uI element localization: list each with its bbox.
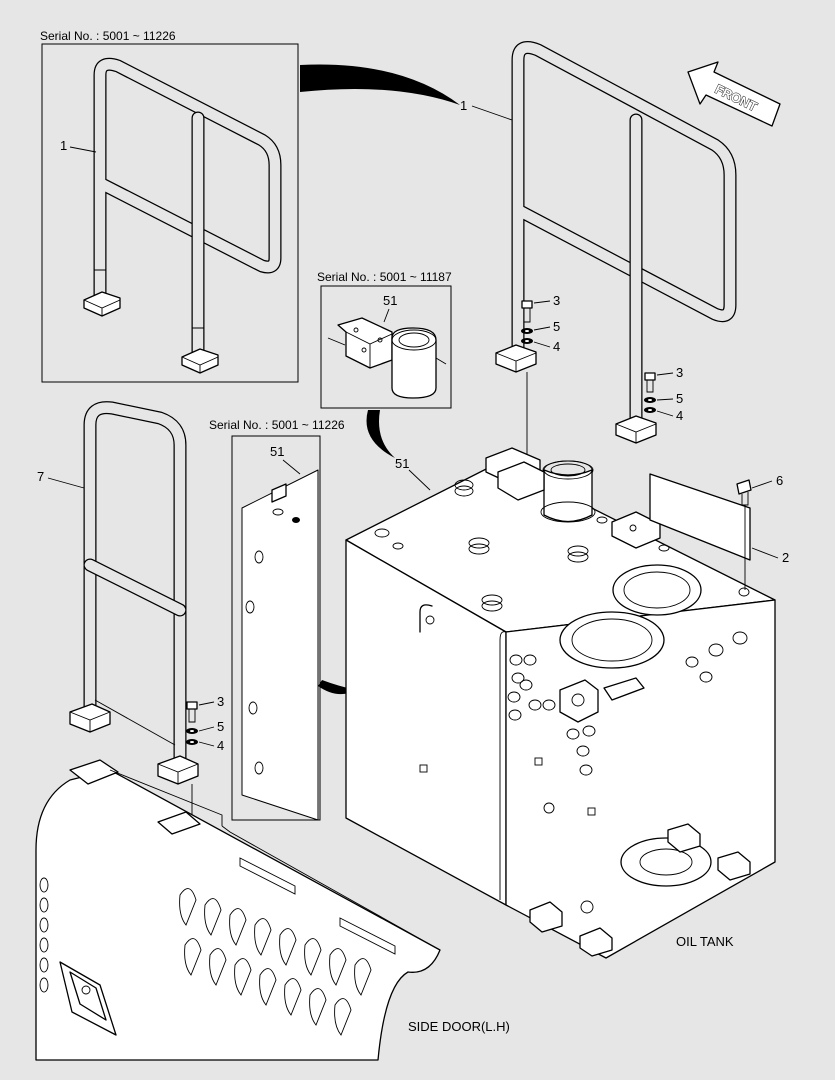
side-handrail-label: 7 bbox=[37, 469, 44, 484]
side-door bbox=[35, 759, 441, 1061]
tank-side-inset: Serial No. : 5001 ~ 11226 51 bbox=[209, 418, 345, 821]
main-handrail bbox=[495, 41, 737, 444]
spring-washer-c-label: 5 bbox=[217, 719, 224, 734]
tank-main-leader bbox=[408, 469, 431, 491]
plate-bolt-label: 6 bbox=[776, 473, 783, 488]
tank-side-inset-serial: Serial No. : 5001 ~ 11226 bbox=[209, 418, 345, 432]
tank-main-part-number: 51 bbox=[395, 456, 409, 471]
bracket-inset-part-number: 51 bbox=[383, 293, 397, 308]
main-handrail-part-number: 1 bbox=[460, 98, 467, 113]
front-arrow: FRONT bbox=[687, 61, 781, 127]
bracket-callout-arrow bbox=[366, 410, 395, 458]
washer-b-leader bbox=[656, 410, 674, 417]
spring-washer-b-leader bbox=[656, 398, 674, 401]
spring-washer-b-label: 5 bbox=[676, 391, 683, 406]
handrail-callout-arrow bbox=[300, 64, 460, 105]
oil-tank bbox=[345, 447, 776, 959]
side-handrail bbox=[69, 401, 199, 785]
handrail-inset: Serial No. : 5001 ~ 11226 1 bbox=[40, 29, 299, 383]
spring-washer-c-leader bbox=[198, 726, 215, 732]
bolt-a-leader bbox=[533, 300, 551, 304]
plate-label: 2 bbox=[782, 550, 789, 565]
bolt-b-leader bbox=[656, 372, 674, 376]
bolt-c-leader bbox=[198, 701, 215, 706]
tank-side-inset-part-number: 51 bbox=[270, 444, 284, 459]
oil-tank-caption: OIL TANK bbox=[676, 934, 734, 949]
washer-b-label: 4 bbox=[676, 408, 683, 423]
washer-c-leader bbox=[198, 741, 215, 747]
bracket-inset-serial: Serial No. : 5001 ~ 11187 bbox=[317, 270, 452, 284]
spring-washer-a-leader bbox=[533, 326, 551, 331]
handrail-inset-leader bbox=[69, 146, 97, 153]
plate-bolt-leader bbox=[751, 480, 773, 489]
bracket-inset: Serial No. : 5001 ~ 11187 51 bbox=[317, 270, 452, 409]
fastener-group-c bbox=[186, 701, 198, 820]
bracket-inset-leader bbox=[383, 308, 390, 323]
bolt-b-label: 3 bbox=[676, 365, 683, 380]
washer-a-leader bbox=[533, 341, 551, 348]
spring-washer-a-label: 5 bbox=[553, 319, 560, 334]
main-handrail-leader bbox=[471, 105, 513, 121]
plate-bolt-assembly bbox=[736, 479, 752, 590]
plate-leader bbox=[751, 547, 779, 559]
handrail-inset-part-number: 1 bbox=[60, 138, 67, 153]
handrail-inset-serial: Serial No. : 5001 ~ 11226 bbox=[40, 29, 176, 43]
bolt-a-label: 3 bbox=[553, 293, 560, 308]
washer-c-label: 4 bbox=[217, 738, 224, 753]
bracket-inset-frame bbox=[320, 285, 452, 409]
side-door-caption: SIDE DOOR(L.H) bbox=[408, 1019, 510, 1034]
tank-side-inset-frame bbox=[231, 435, 321, 821]
fastener-group-a bbox=[521, 300, 533, 460]
bolt-c-label: 3 bbox=[217, 694, 224, 709]
handrail-inset-drawing bbox=[83, 57, 282, 374]
side-handrail-leader bbox=[47, 477, 85, 489]
washer-a-label: 4 bbox=[553, 339, 560, 354]
tank-side-inset-leader bbox=[282, 459, 301, 475]
handrail-inset-frame bbox=[41, 43, 299, 383]
fastener-group-b bbox=[644, 372, 656, 413]
